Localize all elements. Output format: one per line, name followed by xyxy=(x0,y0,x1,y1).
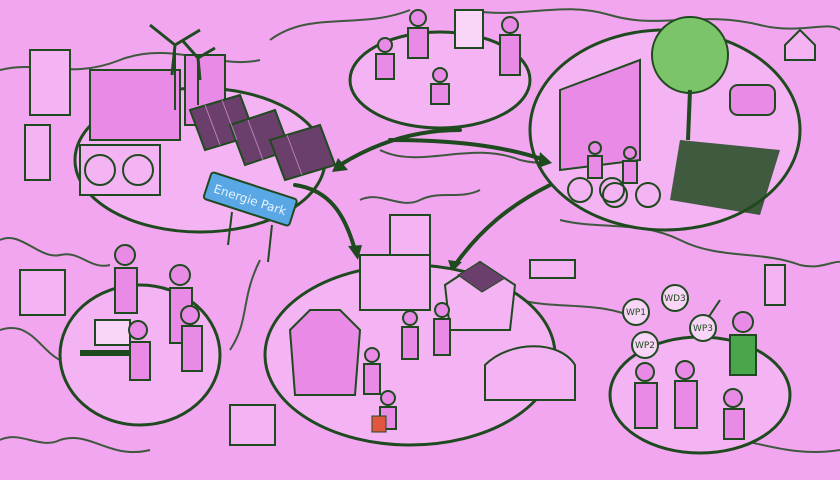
community-vignette xyxy=(528,16,802,232)
badge-wd3: WD3 xyxy=(664,294,686,304)
office-vignette xyxy=(58,244,222,427)
workshop-vignette: WP1 WD3 WP3 WP2 xyxy=(608,284,792,455)
badge-wp2: WP2 xyxy=(635,341,655,351)
map-lines xyxy=(0,8,840,454)
badge-wp3: WP3 xyxy=(693,324,713,334)
badge-wp1: WP1 xyxy=(626,308,646,318)
village-vignette xyxy=(263,214,576,447)
work-package-badges: WP1 WD3 WP3 WP2 xyxy=(622,284,717,359)
scattered-details xyxy=(19,28,816,446)
connection-arrows xyxy=(293,128,552,272)
energy-park-vignette: Energie Park xyxy=(73,23,337,263)
meeting-vignette xyxy=(348,9,532,130)
